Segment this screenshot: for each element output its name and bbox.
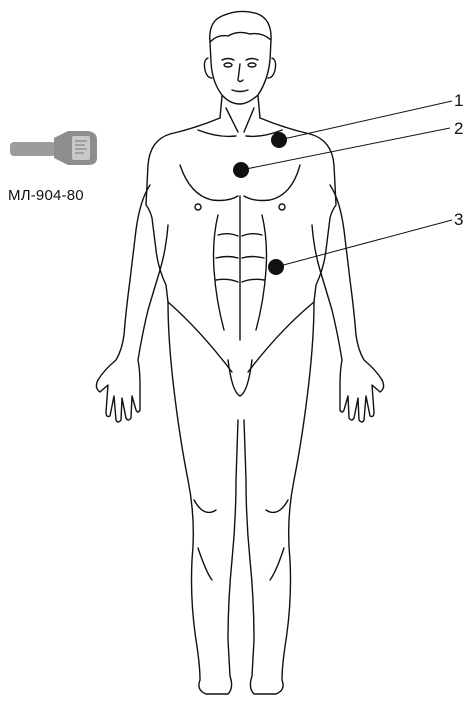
- head: [210, 11, 271, 104]
- left-arm: [96, 185, 168, 422]
- human-figure: [96, 11, 383, 694]
- probe-device-icon: [10, 131, 97, 165]
- leader-line-3: [276, 220, 452, 267]
- stimulation-points: 1 2 3: [233, 91, 463, 275]
- right-arm: [312, 185, 384, 422]
- torso-right: [260, 118, 336, 302]
- point-number-3: 3: [454, 210, 463, 229]
- device-label: МЛ-904-80: [8, 187, 84, 204]
- leader-line-1: [279, 101, 452, 140]
- point-number-1: 1: [454, 91, 463, 110]
- leader-line-2: [241, 128, 450, 170]
- right-leg: [244, 302, 314, 694]
- point-number-2: 2: [454, 119, 463, 138]
- torso-left: [146, 118, 220, 302]
